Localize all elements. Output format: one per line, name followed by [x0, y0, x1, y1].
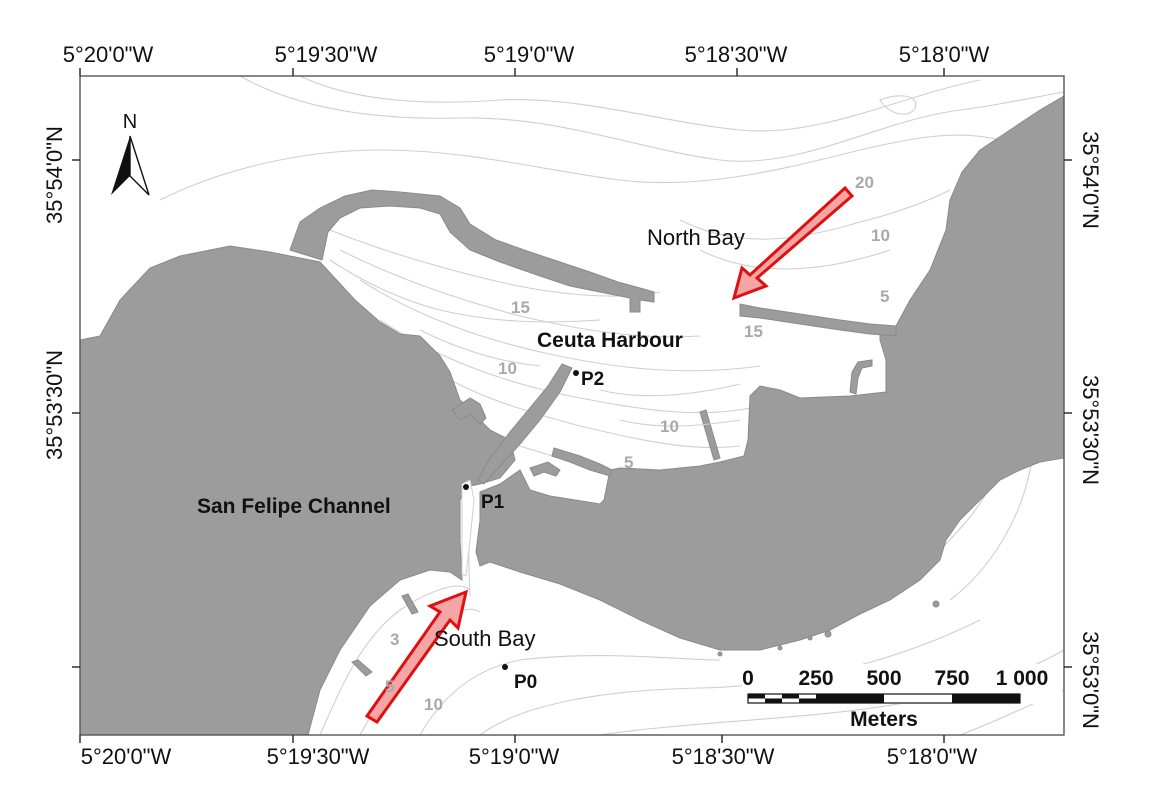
bottom-lon-label: 5°18'0"W — [887, 744, 978, 769]
depth-label: 5 — [624, 453, 633, 472]
depth-label: 15 — [744, 322, 763, 341]
north-bay-arrow — [731, 185, 855, 301]
north-breakwater — [289, 189, 655, 313]
top-lon-label: 5°19'30"W — [275, 42, 378, 67]
scale-seg — [799, 698, 816, 703]
p2-marker — [573, 370, 579, 376]
p0-label: P0 — [514, 672, 537, 693]
south-bay-label: South Bay — [434, 626, 536, 651]
depth-label: 10 — [424, 695, 443, 714]
depth-label: 15 — [511, 298, 530, 317]
north-arrow-label: N — [123, 111, 137, 133]
top-lon-label: 5°18'30"W — [685, 42, 788, 67]
sampling-points: P2 P1 P0 — [463, 369, 604, 693]
depth-label: 10 — [498, 359, 517, 378]
north-bay-label: North Bay — [647, 225, 745, 250]
south-bay-jetty-1 — [401, 593, 419, 615]
depth-label: 5 — [880, 287, 889, 306]
map-frame — [79, 75, 1065, 736]
top-lon-label: 5°19'0"W — [484, 42, 575, 67]
south-bay-jetty-2 — [351, 659, 373, 677]
scale-tick-label: 500 — [866, 667, 901, 690]
north-arrow-left-half — [111, 136, 130, 195]
harbour-contours — [329, 259, 741, 597]
scale-tick-label: 1 000 — [996, 667, 1049, 690]
land-areas — [79, 95, 1065, 736]
south-pier — [551, 447, 613, 477]
east-breakwater — [739, 303, 897, 337]
wave-arrows — [364, 185, 855, 724]
east-hook — [849, 359, 873, 395]
islet-4 — [717, 651, 723, 657]
bottom-lon-label: 5°18'30"W — [672, 744, 775, 769]
scale-unit-label: Meters — [850, 708, 918, 731]
depth-label: 10 — [660, 417, 679, 436]
scale-seg — [765, 698, 782, 703]
bottom-lon-label: 5°19'0"W — [469, 744, 560, 769]
bottom-lon-label: 5°19'30"W — [267, 744, 370, 769]
scale-seg — [816, 694, 884, 703]
top-longitude-labels: 5°20'0"W 5°19'30"W 5°19'0"W 5°18'30"W 5°… — [63, 42, 990, 67]
graticule-ticks — [72, 68, 1072, 743]
p2-label: P2 — [581, 369, 604, 390]
depth-labels: 20 10 5 15 15 10 10 5 3 5 10 — [385, 173, 890, 714]
p0-marker — [502, 664, 508, 670]
san-felipe-channel-water — [461, 479, 475, 577]
scale-seg — [782, 694, 799, 699]
islet-3 — [807, 635, 813, 641]
east-pier — [699, 409, 721, 461]
san-felipe-channel-label: San Felipe Channel — [197, 495, 391, 518]
islet-1 — [932, 600, 940, 608]
right-lat-label: 35°53'0"N — [1078, 631, 1103, 729]
p1-label: P1 — [481, 492, 505, 513]
basin-wall — [529, 461, 561, 477]
north-arrow-right-half — [129, 135, 150, 196]
right-lat-label: 35°54'0"N — [1078, 131, 1103, 229]
place-labels: North Bay South Bay Ceuta Harbour San Fe… — [197, 225, 745, 651]
left-lat-label: 35°53'30"N — [42, 350, 67, 460]
top-lon-label: 5°18'0"W — [899, 42, 990, 67]
p1-marker — [463, 484, 469, 490]
right-latitude-labels: 35°54'0"N 35°53'30"N 35°53'0"N — [1078, 131, 1103, 729]
west-pier — [451, 397, 487, 425]
depth-label: 20 — [855, 173, 874, 192]
south-bay-arrow — [364, 589, 469, 724]
right-lat-label: 35°53'30"N — [1078, 375, 1103, 485]
left-latitude-labels: 35°54'0"N 35°53'30"N — [42, 126, 67, 460]
scale-tick-label: 0 — [742, 667, 754, 690]
scale-tick-label: 750 — [934, 667, 969, 690]
scale-tick-label: 250 — [798, 667, 833, 690]
top-lon-label: 5°20'0"W — [63, 42, 154, 67]
islet-5 — [777, 645, 783, 651]
scale-bar: 0 250 500 750 1 000 Meters — [742, 664, 1062, 731]
north-arrow: N — [111, 111, 150, 196]
bottom-longitude-labels: 5°20'0"W 5°19'30"W 5°19'0"W 5°18'30"W 5°… — [81, 744, 978, 769]
scale-seg — [748, 694, 765, 699]
ceuta-harbour-label: Ceuta Harbour — [537, 329, 683, 352]
depth-label: 3 — [390, 630, 399, 649]
central-mole — [477, 363, 573, 485]
scale-seg — [952, 694, 1020, 703]
islet-2 — [824, 630, 832, 638]
depth-label: 5 — [385, 677, 394, 696]
bottom-lon-label: 5°20'0"W — [81, 744, 172, 769]
left-lat-label: 35°54'0"N — [42, 126, 67, 224]
depth-label: 10 — [871, 226, 890, 245]
